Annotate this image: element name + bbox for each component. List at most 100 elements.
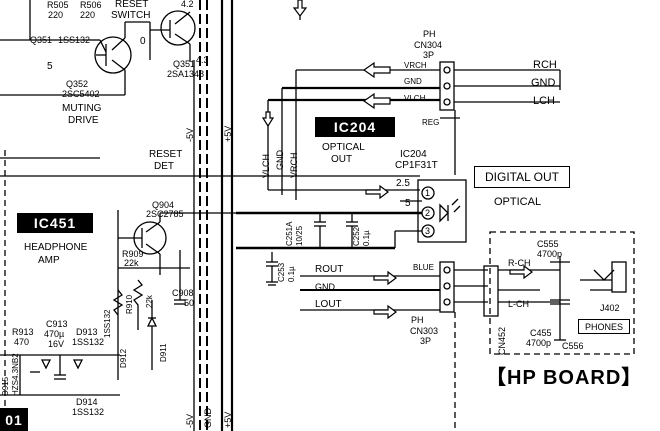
reset-det-label-1: RESET (149, 149, 183, 160)
diode-1ss132-b: 1SS132 (103, 309, 112, 338)
q351-label: Q351 (30, 35, 53, 45)
voltage-4-2: 4.2 (181, 0, 194, 9)
diode-1ss132-label: 1SS132 (58, 35, 91, 45)
c251a-label: C251A (285, 221, 294, 246)
c913-value: 470µ (44, 329, 65, 339)
hp-board-label: 【HP BOARD】 (486, 367, 643, 389)
c913-voltage: 16V (48, 339, 65, 349)
plus-5v-label: +5V (223, 125, 233, 142)
minus-5v-bottom: -5V (185, 413, 195, 428)
c252-label: C252 (352, 226, 361, 246)
reset-det-label-2: DET (154, 161, 174, 172)
ic204-name: IC204 (400, 149, 427, 160)
r506-value: 220 (80, 10, 96, 20)
minus-5v-label: -5V (185, 127, 195, 142)
pin-3-label: 3 (425, 226, 431, 236)
cn303-pins: 3P (420, 336, 432, 346)
headphone-amp-label-1: HEADPHONE (24, 242, 88, 253)
r909-label: R909 (122, 249, 144, 259)
q351-part-label: 2SA1348 (167, 69, 205, 79)
d915-label: D915 (1, 376, 10, 396)
c455-label: C455 (530, 328, 552, 338)
r-ch-label: R-CH (508, 258, 531, 268)
reset-switch-label-2: SWITCH (111, 10, 151, 21)
optical-label: OPTICAL (494, 196, 542, 208)
voltage-0-label: 0 (140, 36, 146, 47)
q904-part: 2SC2785 (146, 209, 184, 219)
gnd-vertical-label: GND (275, 150, 285, 170)
q351-b-label: Q351 (173, 59, 196, 69)
ph-top-label: PH (423, 29, 436, 39)
r505-value: 220 (48, 10, 64, 20)
d912-label: D912 (119, 348, 128, 368)
muting-drive-label-1: MUTING (62, 103, 102, 114)
voltage-2-5: 2.5 (396, 178, 410, 189)
reg-label: REG (422, 118, 440, 127)
ic-left-badge: 01 (0, 408, 28, 431)
r505-label: R505 (47, 0, 69, 10)
pin-1-label: 1 (425, 188, 431, 198)
vlch-vertical-label: VLCH (261, 153, 271, 178)
r910-label: R910 (125, 294, 134, 314)
vrch-label: VRCH (404, 61, 427, 70)
r913-value: 470 (14, 337, 30, 347)
pin-5-label: 5 (405, 198, 411, 209)
c251a-value: 10/25 (295, 225, 304, 246)
d911-label: D911 (159, 343, 168, 362)
r506-label: R506 (80, 0, 102, 10)
ic204-part: CP1F31T (395, 160, 438, 171)
gnd-bottom: GND (203, 408, 213, 428)
c555-label: C555 (537, 239, 559, 249)
pin-2-label: 2 (425, 208, 431, 218)
j402-label: J402 (600, 303, 620, 313)
ic451-badge: IC451 (17, 213, 93, 233)
q904-label: Q904 (152, 200, 175, 210)
voltage-5-label: 5 (47, 61, 53, 72)
muting-drive-label-2: DRIVE (68, 115, 99, 126)
c556-label: C556 (562, 341, 584, 351)
digital-out-box: DIGITAL OUT (474, 166, 570, 188)
vlch-label: VLCH (404, 94, 426, 103)
c913-label: C913 (46, 319, 68, 329)
c908-value: 50 (184, 298, 195, 308)
c908-label: C908 (172, 288, 194, 298)
d915-part: HZS4.3NB2 (11, 353, 20, 396)
r910-value: 22k (145, 295, 154, 308)
voltage-4-3: 4.3 (196, 55, 209, 65)
optical-out-label-2: OUT (331, 154, 353, 165)
lch-label: LCH (533, 95, 556, 107)
vrch-vertical-label: VRCH (289, 152, 299, 178)
c455-value: 4700p (526, 338, 552, 348)
q352-part-label: 2SC5402 (62, 89, 100, 99)
q352-label: Q352 (66, 79, 89, 89)
blue-label: BLUE (413, 263, 434, 272)
c252-value: 0.1µ (362, 230, 371, 246)
gnd-right-label: GND (531, 77, 556, 89)
lout-label: LOUT (315, 299, 342, 310)
l-ch-label: L-CH (508, 299, 530, 309)
phones-box: PHONES (578, 319, 630, 334)
plus-5v-bottom: +5V (223, 411, 233, 428)
c253-label: C253 (277, 262, 286, 282)
r909-value: 22k (124, 258, 139, 268)
d913-part: 1SS132 (72, 337, 105, 347)
d914-label: D914 (76, 397, 98, 407)
reset-switch-label-1: RESET (115, 0, 149, 10)
cn452-label: CN452 (497, 326, 507, 355)
c253-value: 0.1µ (287, 266, 296, 282)
gnd-mid-label: GND (315, 282, 335, 292)
cn303-label: CN303 (410, 326, 439, 336)
c555-value: 4700p (537, 249, 563, 259)
headphone-amp-label-2: AMP (38, 255, 60, 266)
optical-out-label-1: OPTICAL (322, 142, 365, 153)
d913-label: D913 (76, 327, 98, 337)
rout-label: ROUT (315, 264, 344, 275)
cn304-pins: 3P (423, 50, 435, 60)
gnd-label: GND (404, 77, 422, 86)
r913-label: R913 (12, 327, 34, 337)
d914-part: 1SS132 (72, 407, 105, 417)
rch-label: RCH (533, 59, 557, 71)
cn304-label: CN304 (414, 40, 443, 50)
